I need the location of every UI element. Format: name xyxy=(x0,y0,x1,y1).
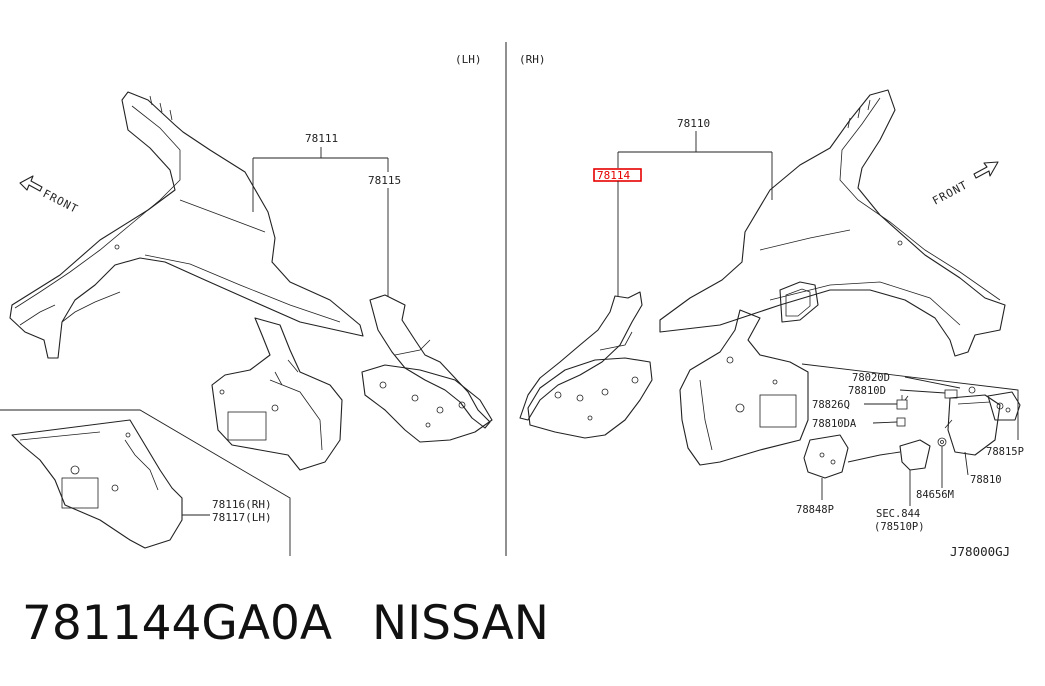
label-78116: 78116(RH) xyxy=(212,498,272,511)
bracket-78114-drawing xyxy=(519,291,653,439)
label-78810D: 78810D xyxy=(848,385,886,397)
label-78111: 78111 xyxy=(305,132,338,145)
label-78510P: (78510P) xyxy=(874,521,925,533)
part-caption: 781144GA0A NISSAN xyxy=(22,596,549,651)
label-sec844: SEC.844 xyxy=(876,508,920,520)
label-78115: 78115 xyxy=(368,174,401,187)
label-78110: 78110 xyxy=(677,117,710,130)
rear-fender-rh-drawing xyxy=(659,89,1006,357)
inner-wheelhouse-rh-drawing xyxy=(679,309,809,466)
front-arrow-left-icon: FRONT xyxy=(19,175,81,216)
caption-part-number: 781144GA0A xyxy=(22,596,333,651)
highlight-box xyxy=(593,168,642,182)
label-78117: 78117(LH) xyxy=(212,511,272,524)
label-78848P: 78848P xyxy=(796,504,834,516)
label-78815P: 78815P xyxy=(986,446,1024,458)
fuel-lid-assembly-drawing xyxy=(801,363,1021,479)
label-78114: 78114 xyxy=(597,169,630,182)
label-78826Q: 78826Q xyxy=(812,399,850,411)
rh-side-label: (RH) xyxy=(519,53,546,66)
diagram-code: J78000GJ xyxy=(950,544,1010,559)
caption-brand: NISSAN xyxy=(372,596,549,651)
front-label-right: FRONT xyxy=(930,178,970,207)
label-78810: 78810 xyxy=(970,474,1002,486)
label-84656M: 84656M xyxy=(916,489,954,501)
label-78020D: 78020D xyxy=(852,372,890,384)
rear-fender-lh-drawing xyxy=(9,91,364,359)
inner-wheelhouse-lh-drawing xyxy=(211,317,343,471)
inset-detail-lh xyxy=(0,409,291,556)
bracket-78115-drawing xyxy=(361,294,493,443)
front-arrow-right-icon: FRONT xyxy=(930,161,999,208)
lh-side-label: (LH) xyxy=(455,53,482,66)
label-78810DA: 78810DA xyxy=(812,418,857,430)
front-label-left: FRONT xyxy=(41,187,81,216)
